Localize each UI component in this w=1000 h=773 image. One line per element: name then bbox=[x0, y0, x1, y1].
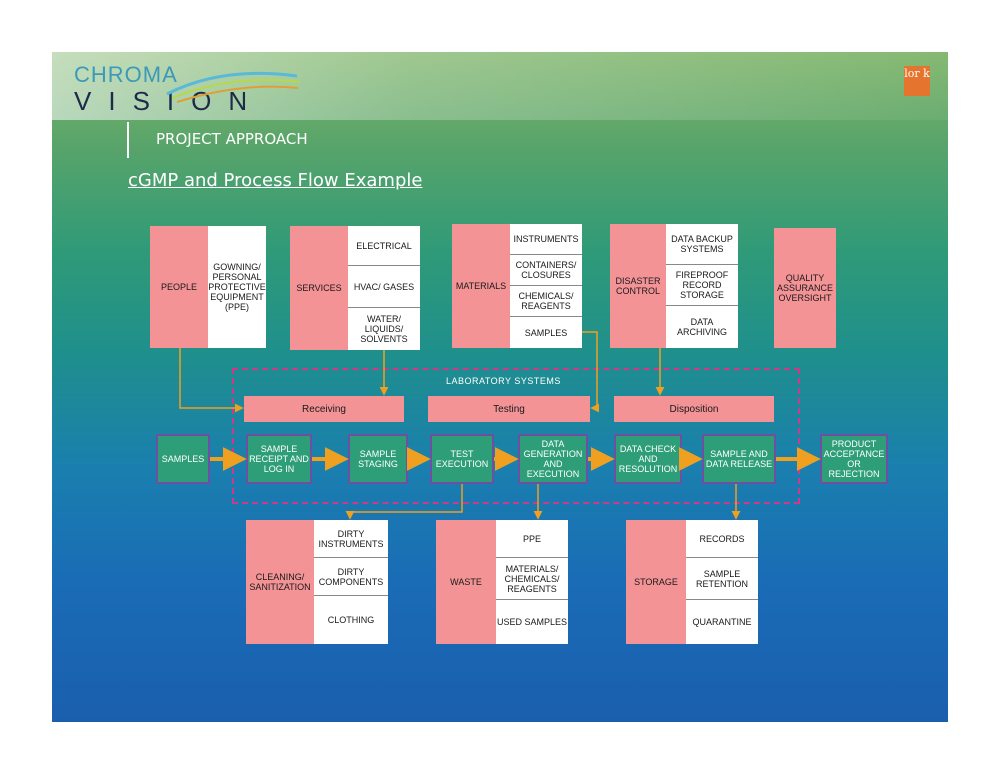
laboratory-systems-title: LABORATORY SYSTEMS bbox=[446, 376, 561, 386]
storage-item-records: RECORDS bbox=[686, 520, 758, 558]
flow-step-data-generation: DATA GENERATION AND EXECUTION bbox=[518, 434, 588, 484]
cleaning-item-clothing: CLOTHING bbox=[314, 596, 388, 644]
header-band bbox=[52, 52, 948, 120]
materials-item-containers: CONTAINERS/ CLOSURES bbox=[510, 255, 582, 286]
corner-logo: lor k bbox=[904, 66, 930, 96]
flow-step-receipt: SAMPLE RECEIPT AND LOG IN bbox=[246, 434, 312, 484]
waste-item-ppe: PPE bbox=[496, 520, 568, 558]
flow-input-samples: SAMPLES bbox=[156, 434, 210, 484]
storage-box: STORAGE bbox=[626, 520, 686, 644]
services-box: SERVICES bbox=[290, 226, 348, 350]
flow-connectors bbox=[179, 331, 821, 520]
services-item-hvac: HVAC/ GASES bbox=[348, 266, 420, 308]
materials-item-chemicals: CHEMICALS/ REAGENTS bbox=[510, 286, 582, 317]
logo-swoosh-icon bbox=[166, 71, 301, 103]
slide-title: cGMP and Process Flow Example bbox=[128, 170, 423, 191]
disaster-item-archiving: DATA ARCHIVING bbox=[666, 306, 738, 348]
people-box: PEOPLE bbox=[150, 226, 208, 348]
flow-step-release: SAMPLE AND DATA RELEASE bbox=[702, 434, 776, 484]
materials-box: MATERIALS bbox=[452, 224, 510, 348]
cleaning-item-instruments: DIRTY INSTRUMENTS bbox=[314, 520, 388, 558]
laboratory-systems-frame bbox=[232, 368, 800, 504]
flow-output-acceptance: PRODUCT ACCEPTANCE OR REJECTION bbox=[820, 434, 888, 484]
phase-testing: Testing bbox=[428, 396, 590, 422]
connector-materials-testing bbox=[590, 348, 600, 413]
quality-assurance-box: QUALITY ASSURANCE OVERSIGHT bbox=[774, 228, 836, 348]
materials-item-samples: SAMPLES bbox=[510, 317, 582, 348]
materials-item-instruments: INSTRUMENTS bbox=[510, 224, 582, 255]
section-divider bbox=[127, 122, 129, 158]
phase-receiving: Receiving bbox=[244, 396, 404, 422]
logo-chroma-text: CHROMA bbox=[74, 62, 178, 87]
cleaning-item-components: DIRTY COMPONENTS bbox=[314, 558, 388, 596]
section-label: PROJECT APPROACH bbox=[156, 130, 308, 148]
storage-item-sample-retention: SAMPLE RETENTION bbox=[686, 558, 758, 600]
flow-step-staging: SAMPLE STAGING bbox=[348, 434, 408, 484]
slide: CHROMA VISION lor k PROJECT APPROACH cGM… bbox=[52, 52, 948, 722]
connector-people-receiving bbox=[179, 348, 244, 413]
people-item-ppe: GOWNING/ PERSONAL PROTECTIVE EQUIPMENT (… bbox=[208, 226, 266, 348]
services-item-electrical: ELECTRICAL bbox=[348, 226, 420, 266]
disaster-item-fireproof: FIREPROOF RECORD STORAGE bbox=[666, 265, 738, 306]
services-item-water: WATER/ LIQUIDS/ SOLVENTS bbox=[348, 308, 420, 350]
waste-item-used-samples: USED SAMPLES bbox=[496, 600, 568, 644]
waste-box: WASTE bbox=[436, 520, 496, 644]
phase-disposition: Disposition bbox=[614, 396, 774, 422]
flow-step-test-execution: TEST EXECUTION bbox=[430, 434, 494, 484]
storage-item-quarantine: QUARANTINE bbox=[686, 600, 758, 644]
flow-step-data-check: DATA CHECK AND RESOLUTION bbox=[614, 434, 682, 484]
connector-test-cleaning bbox=[345, 484, 463, 520]
disaster-control-box: DISASTER CONTROL bbox=[610, 224, 666, 348]
waste-item-materials: MATERIALS/ CHEMICALS/ REAGENTS bbox=[496, 558, 568, 600]
cleaning-box: CLEANING/ SANITIZATION bbox=[246, 520, 314, 644]
disaster-item-backup: DATA BACKUP SYSTEMS bbox=[666, 224, 738, 265]
